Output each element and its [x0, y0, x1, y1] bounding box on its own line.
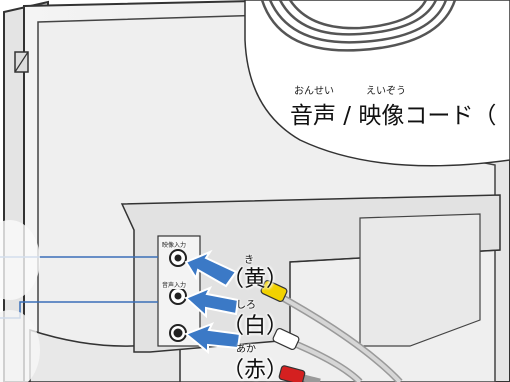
arrow-to-video-jack	[184, 249, 238, 288]
cable-callout-bubble	[244, 0, 510, 167]
ruby-aka: あか	[236, 344, 256, 355]
video-jack	[169, 249, 187, 267]
arrow-to-audio-white-jack	[184, 286, 240, 319]
ruby-onsei: おんせい	[294, 86, 334, 97]
ruby-ki: き	[244, 255, 254, 266]
ruby-eizou: えいぞう	[366, 86, 406, 97]
color-label-white: （白）	[222, 314, 289, 339]
cable-callout-caption: おんせい えいぞう 音声 / 映像コード（	[290, 86, 497, 130]
ruby-shiro: しろ	[236, 300, 256, 311]
cable-coil	[260, 0, 457, 52]
color-label-yellow: （黄）	[222, 267, 289, 292]
cable-callout-title: 音声 / 映像コード（	[290, 103, 497, 129]
av-cable-yellow	[260, 279, 403, 382]
connector-recess	[359, 213, 481, 347]
av-cable-white	[272, 327, 363, 382]
jack-tag-audio: 音声入力	[161, 280, 188, 289]
audio-jack-red	[169, 324, 187, 342]
audio-jack-white	[169, 287, 187, 305]
jack-tag-video: 映像入力	[161, 240, 188, 249]
color-label-red: （赤）	[222, 358, 289, 382]
arrow-to-audio-red-jack	[184, 322, 242, 355]
